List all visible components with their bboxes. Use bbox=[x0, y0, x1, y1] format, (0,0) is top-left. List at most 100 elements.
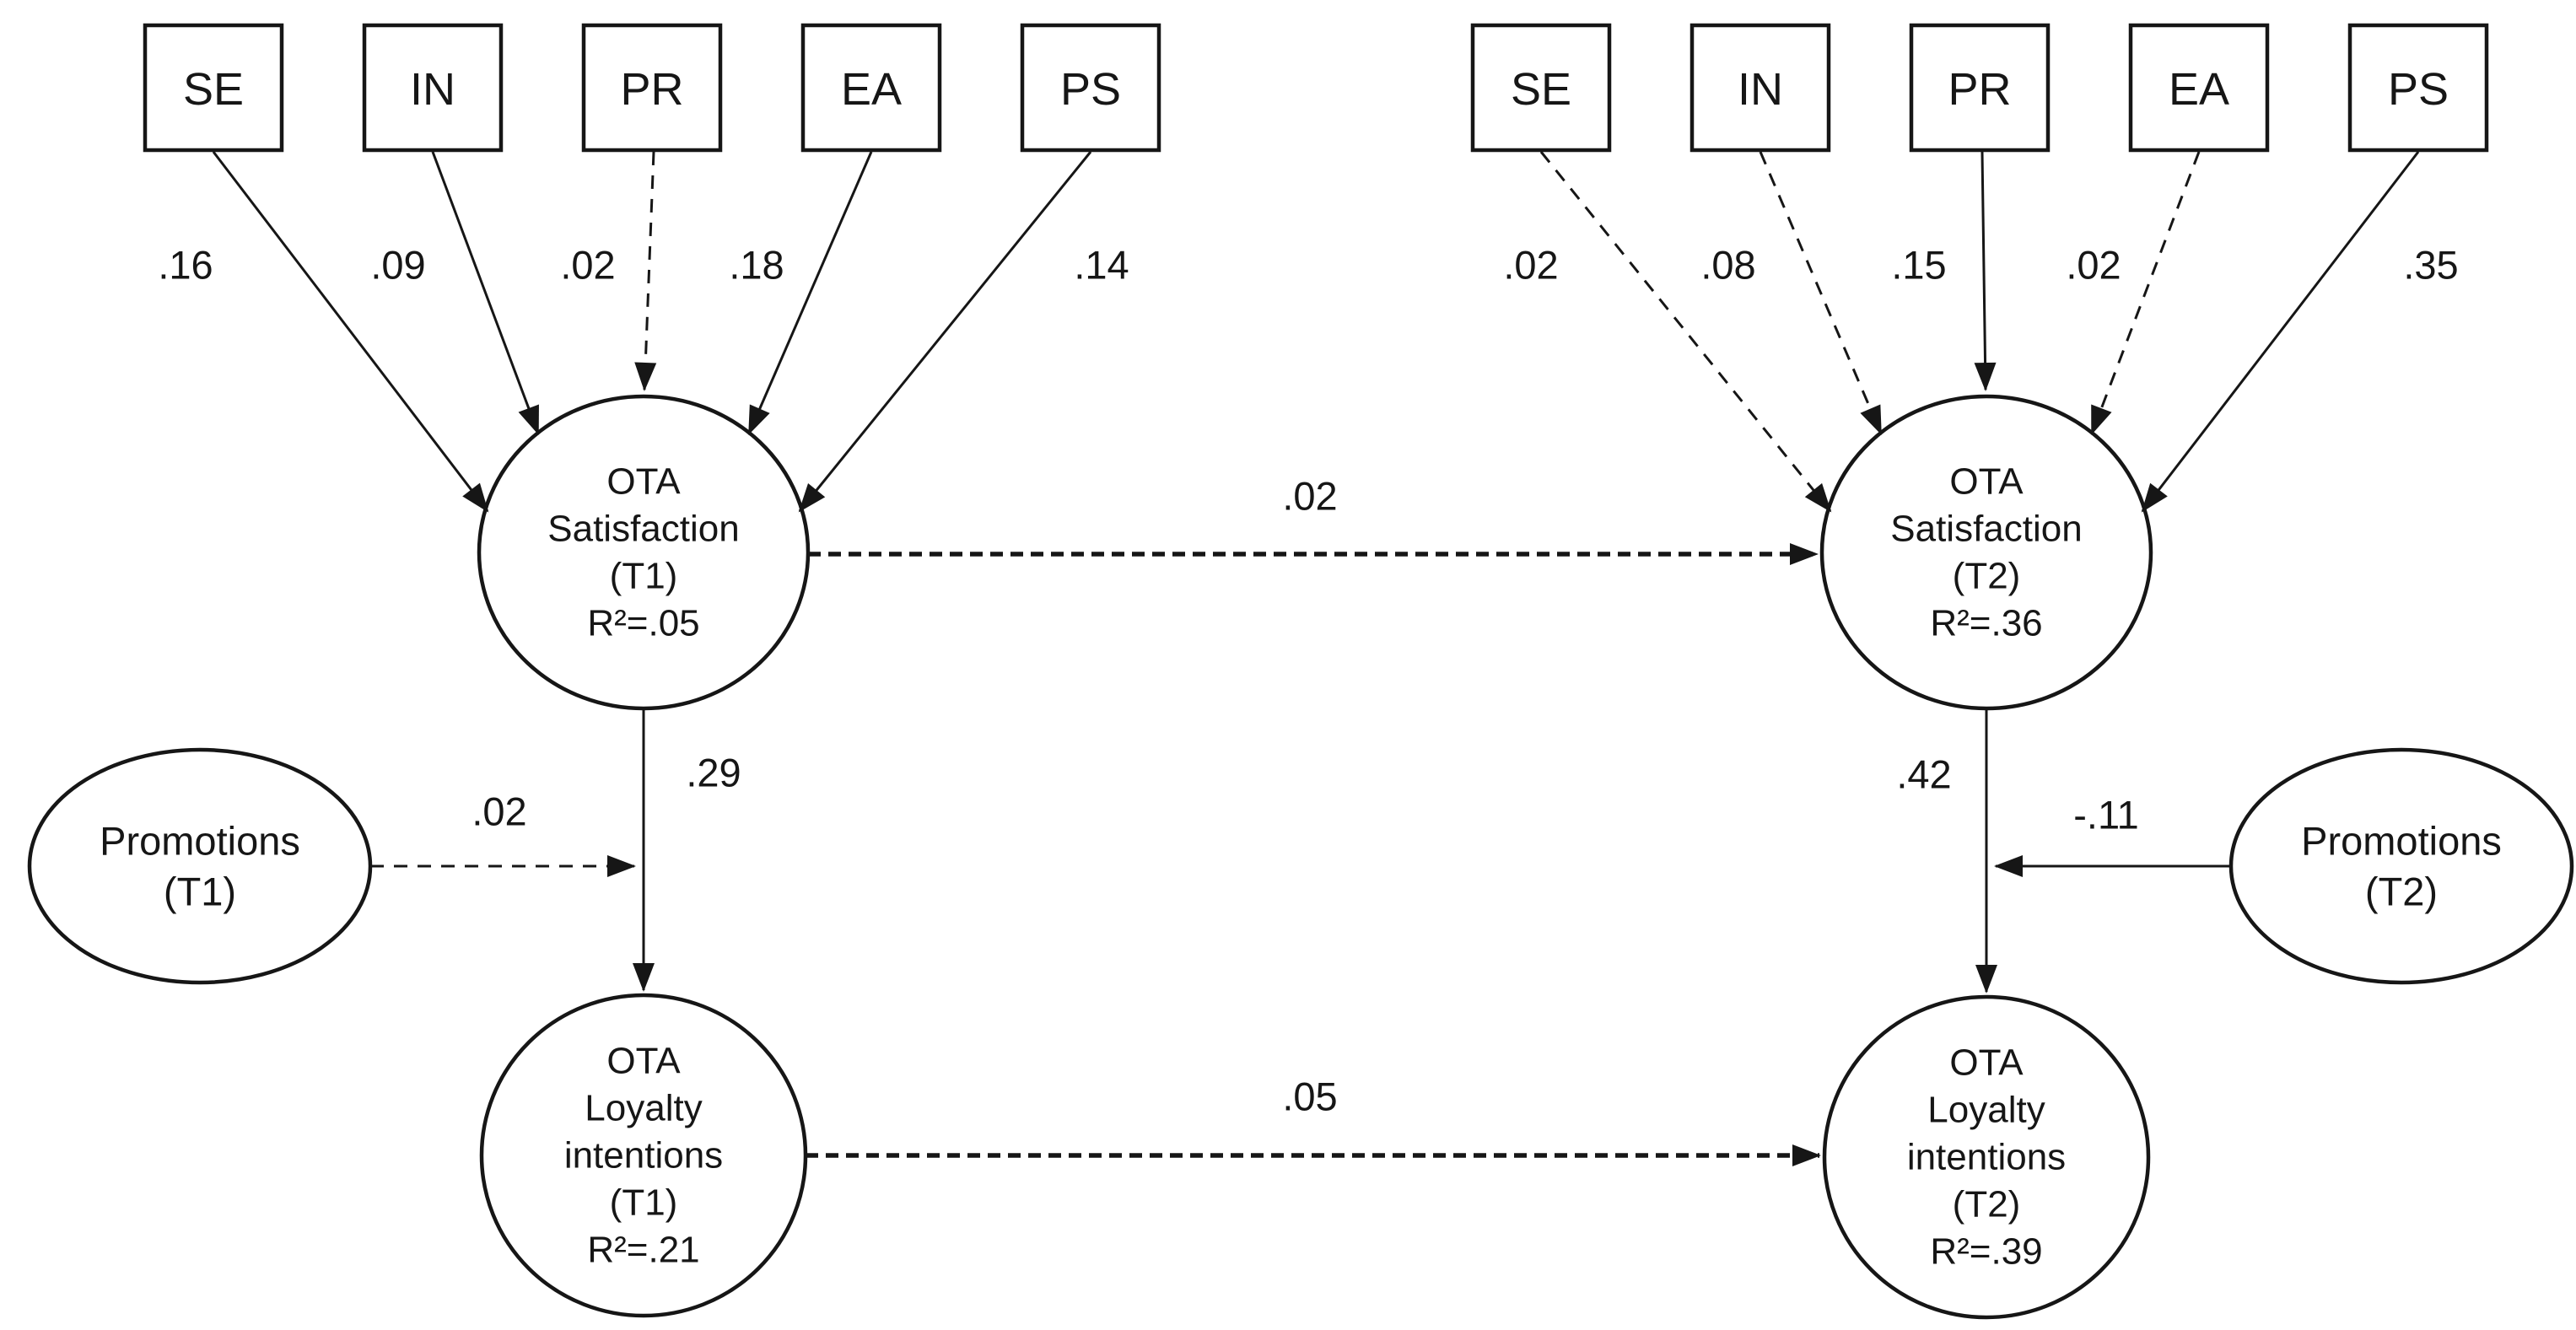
indicator-in-t2-box bbox=[1689, 23, 1831, 153]
latent-promotions-t1-label-line: (T1) bbox=[164, 870, 236, 914]
latent-satisfaction-t1-label-line: (T1) bbox=[610, 556, 678, 597]
path-sat-t1-loy-t1-coefficient: .29 bbox=[686, 751, 741, 795]
latent-loyalty-t2-ellipse bbox=[1822, 994, 2151, 1320]
path-pr-sat-t1-line bbox=[634, 151, 657, 391]
indicator-ea-t1-node: EA bbox=[800, 23, 942, 153]
latent-loyalty-t2-label-line: intentions bbox=[1907, 1137, 2066, 1178]
latent-promotions-t1-label-line: Promotions bbox=[100, 819, 300, 864]
path-se-sat-t2-line bbox=[1539, 151, 1832, 513]
latent-promotions-t1-node: Promotions (T1) bbox=[27, 747, 373, 985]
path-sat-t2-loy-t2-coefficient: .42 bbox=[1896, 752, 1951, 797]
latent-loyalty-t2-label-line: OTA bbox=[1949, 1042, 2024, 1084]
indicator-ps-t2-label: PS bbox=[2388, 64, 2449, 115]
latent-promotions-t2-ellipse bbox=[2228, 747, 2574, 985]
path-pr-sat-t2: .15 bbox=[1891, 151, 1997, 391]
path-ea-sat-t1: .18 bbox=[729, 151, 873, 435]
latent-promotions-t2-label-line: (T2) bbox=[2365, 870, 2438, 914]
path-prom-t1-moderation: .02 bbox=[370, 789, 636, 877]
indicator-ps-t1-box bbox=[1020, 23, 1161, 153]
latent-loyalty-t2-node: OTA Loyalty intentions (T2) R²=.39 bbox=[1822, 994, 2151, 1320]
path-sat-t1-loy-t1: .29 bbox=[633, 708, 741, 992]
latent-promotions-t2-node: Promotions (T2) bbox=[2228, 747, 2574, 985]
path-ea-sat-t2-coefficient: .02 bbox=[2066, 243, 2121, 288]
path-in-sat-t1-coefficient: .09 bbox=[370, 243, 425, 288]
path-ps-sat-t2-coefficient: .35 bbox=[2403, 243, 2458, 288]
path-se-sat-t2-coefficient: .02 bbox=[1503, 243, 1558, 288]
indicator-in-t1-node: IN bbox=[362, 23, 504, 153]
indicator-ea-t2-node: EA bbox=[2128, 23, 2270, 153]
latent-loyalty-t1-label-line: intentions bbox=[564, 1135, 723, 1177]
path-sat-t1-sat-t2: .02 bbox=[808, 474, 1819, 565]
path-loy-t1-loy-t2: .05 bbox=[806, 1074, 1821, 1166]
indicator-se-t2-node: SE bbox=[1470, 23, 1612, 153]
path-prom-t1-moderation-coefficient: .02 bbox=[472, 789, 526, 834]
indicator-ea-t2-box bbox=[2128, 23, 2270, 153]
latent-satisfaction-t1-label-line: Satisfaction bbox=[547, 509, 739, 550]
indicator-se-t2-box bbox=[1470, 23, 1612, 153]
path-se-sat-t1-line bbox=[212, 151, 489, 513]
path-in-sat-t2-line bbox=[1759, 151, 1883, 435]
indicator-in-t2-node: IN bbox=[1689, 23, 1831, 153]
indicator-ps-t2-box bbox=[2347, 23, 2489, 153]
path-se-sat-t1: .16 bbox=[158, 151, 489, 513]
latent-satisfaction-t1-ellipse bbox=[477, 394, 811, 711]
path-ea-sat-t2-line bbox=[2090, 151, 2201, 435]
indicator-pr-t2-box bbox=[1909, 23, 2051, 153]
path-ps-sat-t1: .14 bbox=[798, 151, 1129, 513]
path-ea-sat-t2: .02 bbox=[2066, 151, 2201, 435]
path-in-sat-t2: .08 bbox=[1700, 151, 1883, 435]
path-sat-t1-sat-t2-coefficient: .02 bbox=[1282, 474, 1337, 519]
latent-satisfaction-t1-label-line: R²=.05 bbox=[587, 603, 699, 644]
path-in-sat-t1: .09 bbox=[370, 151, 540, 435]
path-ea-sat-t1-line bbox=[747, 151, 873, 435]
latent-promotions-t2-label-line: Promotions bbox=[2301, 819, 2502, 864]
indicator-pr-t1-box bbox=[581, 23, 723, 153]
indicator-se-t1-label: SE bbox=[183, 64, 244, 115]
indicator-pr-t2-label: PR bbox=[1948, 64, 2011, 115]
path-se-sat-t2: .02 bbox=[1503, 151, 1832, 513]
indicator-pr-t1-node: PR bbox=[581, 23, 723, 153]
indicator-pr-t2-node: PR bbox=[1909, 23, 2051, 153]
latent-satisfaction-t1-label-line: OTA bbox=[606, 461, 681, 503]
latent-loyalty-t1-label-line: R²=.21 bbox=[587, 1230, 699, 1271]
latent-satisfaction-t2-label-line: (T2) bbox=[1953, 556, 2021, 597]
indicator-se-t1-box bbox=[143, 23, 284, 153]
path-se-sat-t1-coefficient: .16 bbox=[158, 243, 213, 288]
indicator-se-t2-label: SE bbox=[1511, 64, 1571, 115]
path-loy-t1-loy-t2-coefficient: .05 bbox=[1282, 1074, 1337, 1119]
indicator-se-t1-node: SE bbox=[143, 23, 284, 153]
latent-satisfaction-t2-ellipse bbox=[1819, 394, 2153, 711]
latent-satisfaction-t2-label-line: Satisfaction bbox=[1890, 509, 2082, 550]
indicator-ea-t1-label: EA bbox=[841, 64, 902, 115]
indicator-ea-t1-box bbox=[800, 23, 942, 153]
latent-loyalty-t1-label-line: (T1) bbox=[610, 1182, 678, 1224]
path-prom-t2-moderation: -.11 bbox=[1994, 793, 2231, 877]
path-pr-sat-t1-coefficient: .02 bbox=[560, 243, 615, 288]
indicator-ps-t1-label: PS bbox=[1060, 64, 1121, 115]
path-ea-sat-t1-coefficient: .18 bbox=[729, 243, 784, 288]
path-ps-sat-t1-line bbox=[798, 151, 1092, 513]
latent-satisfaction-t2-label-line: OTA bbox=[1949, 461, 2024, 503]
latent-satisfaction-t1-node: OTA Satisfaction (T1) R²=.05 bbox=[477, 394, 811, 711]
latent-loyalty-t2-label-line: Loyalty bbox=[1927, 1090, 2045, 1131]
path-prom-t2-moderation-coefficient: -.11 bbox=[2073, 793, 2139, 837]
latent-loyalty-t2-label-line: R²=.39 bbox=[1930, 1231, 2042, 1273]
latent-loyalty-t2-label-line: (T2) bbox=[1953, 1184, 2021, 1225]
indicator-pr-t1-label: PR bbox=[620, 64, 683, 115]
path-ps-sat-t1-coefficient: .14 bbox=[1074, 243, 1129, 288]
indicator-ea-t2-label: EA bbox=[2169, 64, 2229, 115]
path-in-sat-t1-line bbox=[431, 151, 540, 435]
path-pr-sat-t2-coefficient: .15 bbox=[1891, 243, 1946, 288]
latent-loyalty-t1-label-line: OTA bbox=[606, 1041, 681, 1082]
indicator-in-t1-box bbox=[362, 23, 504, 153]
indicator-in-t1-label: IN bbox=[410, 64, 455, 115]
path-ps-sat-t2-line bbox=[2141, 151, 2420, 513]
path-pr-sat-t1: .02 bbox=[560, 151, 657, 391]
path-sat-t2-loy-t2: .42 bbox=[1896, 708, 1997, 993]
path-pr-sat-t2-line bbox=[1974, 151, 1997, 391]
path-ps-sat-t2: .35 bbox=[2141, 151, 2459, 513]
